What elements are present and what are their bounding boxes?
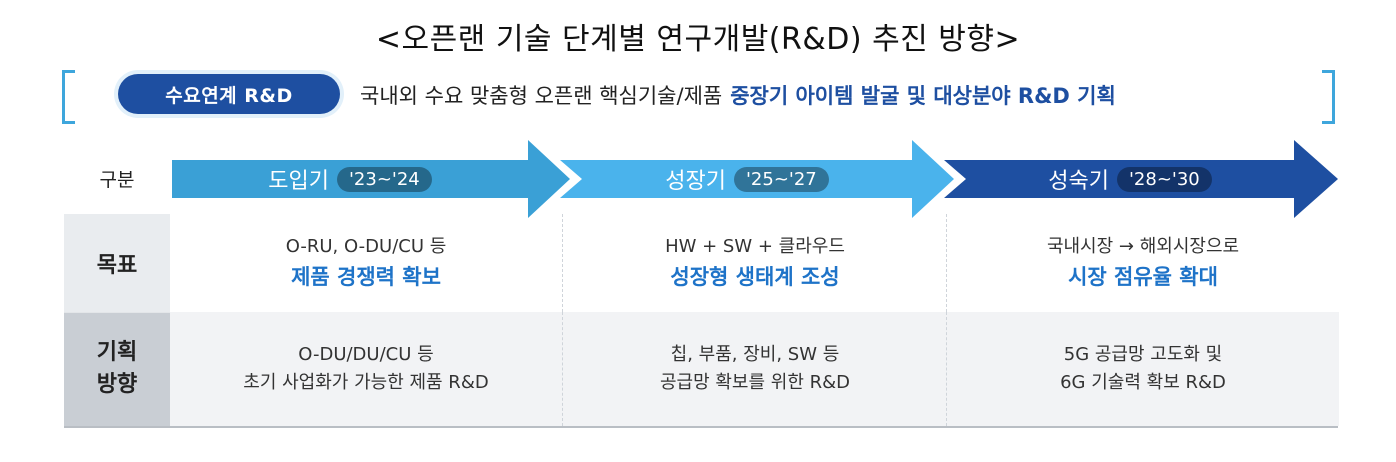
plan-stage-3-line2: 6G 기술력 확보 R&D xyxy=(1060,372,1226,393)
plan-stage-2-line1: 칩, 부품, 장비, SW 등 xyxy=(670,344,840,365)
row-label-plan-line2: 방향 xyxy=(96,372,138,397)
goal-stage-3-line1: 국내시장 → 해외시장으로 xyxy=(1046,236,1240,257)
plan-stage-1-line2: 초기 사업화가 가능한 제품 R&D xyxy=(243,372,489,393)
stage-2-name: 성장기 xyxy=(665,169,726,194)
goal-cell-stage-1: O-RU, O-DU/CU 등 제품 경쟁력 확보 xyxy=(170,214,562,312)
plan-cell-stage-1: O-DU/DU/CU 등 초기 사업화가 가능한 제품 R&D xyxy=(170,312,562,426)
banner-description: 국내외 수요 맞춤형 오픈랜 핵심기술/제품 xyxy=(360,84,723,108)
banner-pill: 수요연계 R&D xyxy=(118,74,340,114)
banner-highlight: 중장기 아이템 발굴 및 대상분야 R&D 기획 xyxy=(730,84,1116,108)
stage-3-label: 성숙기 '28~'30 xyxy=(966,160,1294,198)
goal-cell-stage-2: HW + SW + 클라우드 성장형 생태계 조성 xyxy=(562,214,947,312)
goal-stage-1-line2: 제품 경쟁력 확보 xyxy=(291,265,441,289)
goal-stage-2-line2: 성장형 생태계 조성 xyxy=(670,265,840,289)
goal-stage-3-line2: 시장 점유율 확대 xyxy=(1068,265,1218,289)
stage-3-name: 성숙기 xyxy=(1048,169,1109,194)
goal-stage-1-line1: O-RU, O-DU/CU 등 xyxy=(285,236,447,257)
banner-right-bracket xyxy=(1322,70,1335,124)
stage-2-label: 성장기 '25~'27 xyxy=(582,160,912,198)
stage-1-years: '23~'24 xyxy=(336,166,432,192)
goal-cell-stage-3: 국내시장 → 해외시장으로 시장 점유율 확대 xyxy=(946,214,1339,312)
plan-stage-3-line1: 5G 공급망 고도화 및 xyxy=(1063,344,1223,365)
row-label-plan-line1: 기획 xyxy=(96,340,138,365)
row-label-goal: 목표 xyxy=(64,214,170,312)
stage-1-label: 도입기 '23~'24 xyxy=(172,160,528,198)
goal-stage-2-line1: HW + SW + 클라우드 xyxy=(665,236,845,257)
plan-stage-2-line2: 공급망 확보를 위한 R&D xyxy=(659,372,851,393)
row-label-header: 구분 xyxy=(99,168,135,191)
plan-stage-1-line1: O-DU/DU/CU 등 xyxy=(298,344,434,365)
plan-cell-stage-3: 5G 공급망 고도화 및 6G 기술력 확보 R&D xyxy=(946,312,1339,426)
stage-arrow-3 xyxy=(944,140,1338,218)
stage-arrow-1 xyxy=(172,140,570,218)
diagram-title: <오픈랜 기술 단계별 연구개발(R&D) 추진 방향> xyxy=(375,22,1021,57)
banner-text: 국내외 수요 맞춤형 오픈랜 핵심기술/제품 중장기 아이템 발굴 및 대상분야… xyxy=(360,78,1116,112)
banner-left-bracket xyxy=(62,70,75,124)
plan-cell-stage-2: 칩, 부품, 장비, SW 등 공급망 확보를 위한 R&D xyxy=(562,312,947,426)
stage-arrow-2 xyxy=(560,140,954,218)
stage-3-years: '28~'30 xyxy=(1116,166,1212,192)
stage-2-years: '25~'27 xyxy=(733,166,829,192)
stage-1-name: 도입기 xyxy=(268,169,329,194)
table-bottom-border xyxy=(64,426,1338,428)
